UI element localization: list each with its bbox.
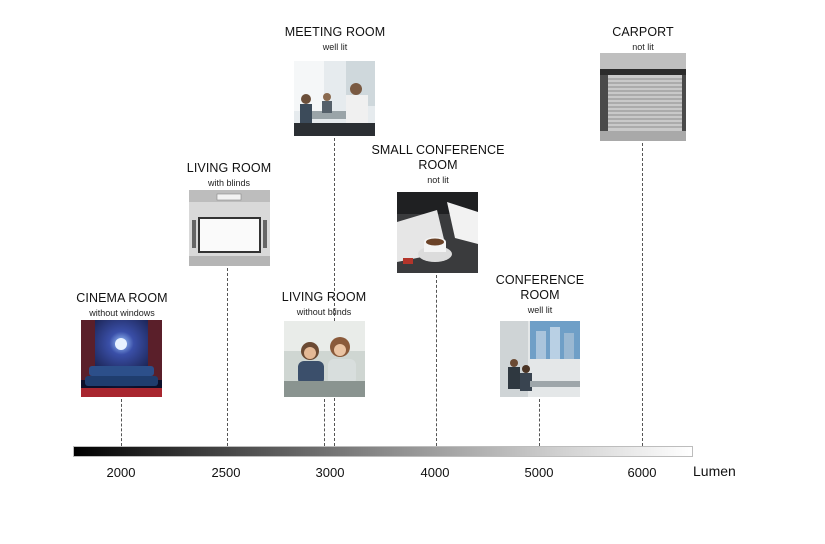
living-no-blinds-dash-line [324,399,325,446]
tick-5000: 5000 [524,465,554,480]
tick-6000: 6000 [627,465,657,480]
room-title-line-2: ROOM [418,158,458,172]
people-sofa-photo-icon [284,321,365,397]
room-subtitle: without windows [89,308,155,318]
lumen-gradient-bar [73,446,693,457]
room-title: CINEMA ROOM [76,291,168,305]
meeting-photo-icon [294,61,375,136]
room-subtitle: well lit [322,42,348,52]
room-carport: CARPORT not lit [583,25,703,53]
room-subtitle: well lit [527,305,553,315]
cinema-dash-line [121,399,122,446]
projector-screen-photo-icon [189,190,270,266]
tick-3000: 3000 [315,465,345,480]
coffee-desk-photo-icon [397,192,478,273]
conference-dash-line [539,399,540,446]
axis-unit-label: Lumen [693,463,736,479]
room-title-line-1: SMALL CONFERENCE [371,143,505,157]
room-cinema: CINEMA ROOM without windows [62,291,182,319]
room-small-conference: SMALL CONFERENCE ROOM not lit [368,143,508,186]
room-subtitle: not lit [632,42,654,52]
tick-2500: 2500 [211,465,241,480]
room-conference: CONFERENCE ROOM well lit [480,273,600,316]
room-subtitle: not lit [427,175,449,185]
room-title-line-2: ROOM [520,288,560,302]
meeting-dash-line [334,138,335,446]
room-living-blinds: LIVING ROOM with blinds [169,161,289,189]
living-blinds-dash-line [227,268,228,446]
cinema-photo-icon [81,320,162,397]
room-subtitle: without blinds [296,307,352,317]
room-title: LIVING ROOM [281,290,367,304]
conference-screen-photo-icon [500,321,580,397]
room-title-line-1: CONFERENCE [495,273,585,287]
room-subtitle: with blinds [207,178,251,188]
tick-4000: 4000 [420,465,450,480]
room-meeting: MEETING ROOM well lit [275,25,395,53]
small-conference-dash-line [436,275,437,446]
tick-2000: 2000 [106,465,136,480]
room-title: CARPORT [612,25,674,39]
room-living-no-blinds: LIVING ROOM without blinds [264,290,384,318]
carport-dash-line [642,143,643,446]
room-title: LIVING ROOM [186,161,272,175]
garage-door-photo-icon [600,53,686,141]
room-title: MEETING ROOM [284,25,386,39]
